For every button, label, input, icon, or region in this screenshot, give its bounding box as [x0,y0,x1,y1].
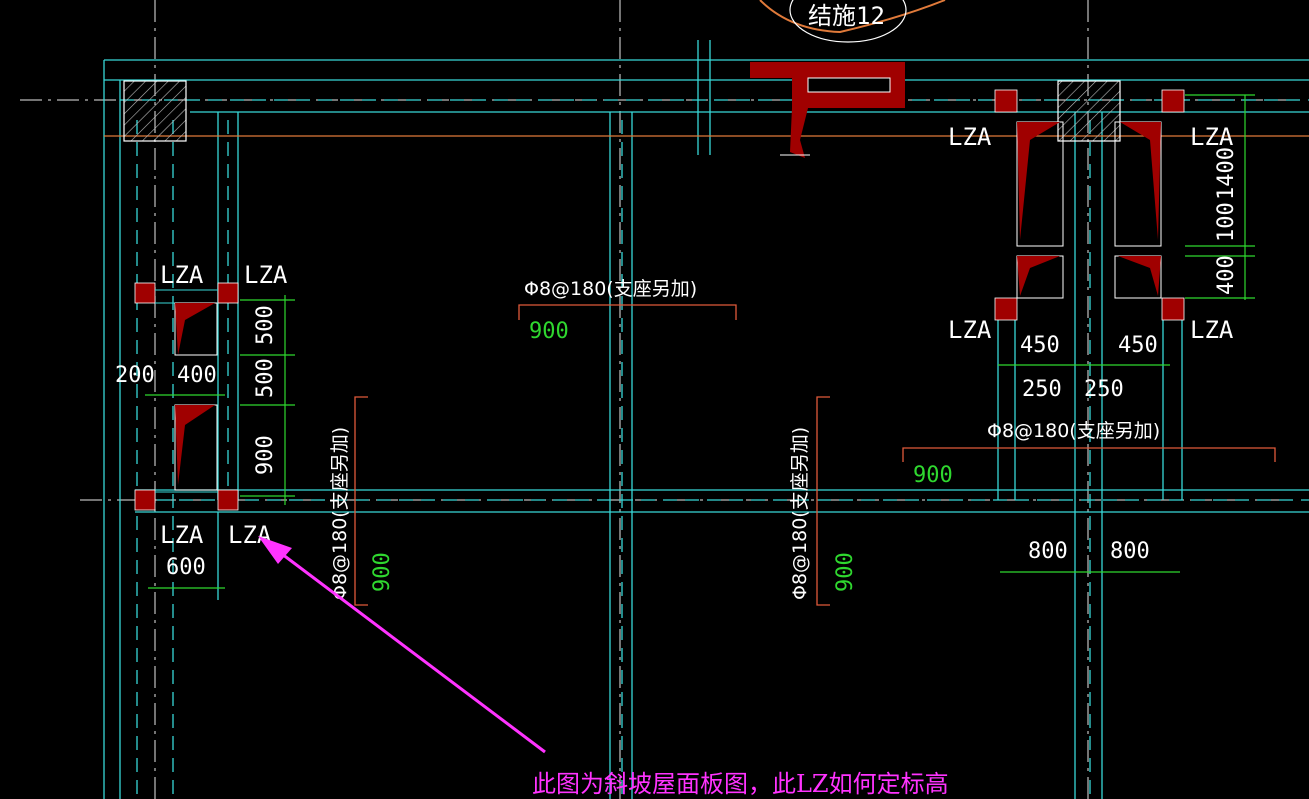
rebar-length-right: 900 [913,463,953,488]
dim-200: 200 [115,363,155,388]
lza-label-right-top-1: LZA [948,123,992,151]
lza-label-left-top-1: LZA [160,261,204,289]
dim-500-a: 500 [253,305,278,345]
lza-label-left-top-2: LZA [244,261,288,289]
dim-250-a: 250 [1022,377,1062,402]
lza-label-right-top-2: LZA [1190,123,1234,151]
rebar-note-mid-vertical: Φ8@180(支座另加) [789,427,811,600]
dim-500-b: 500 [253,358,278,398]
rebar-length-top: 900 [529,319,569,344]
orange-arc [759,0,946,34]
dim-1400: 1400 [1214,147,1239,200]
rebar-brackets [354,304,1276,606]
right-lza-column-group[interactable] [994,89,1185,321]
beam-outlines [103,40,1309,799]
rebar-note-right: Φ8@180(支座另加) [987,420,1160,442]
drawing-ref-bubble [789,0,907,43]
rebar-note-top: Φ8@180(支座另加) [524,278,697,300]
rebar-length-mid-vertical: 900 [833,552,858,592]
rebar-length-left-vertical: 900 [370,552,395,592]
dim-400-right: 400 [1214,255,1239,295]
dim-800-a: 800 [1028,539,1068,564]
dimension-lines [145,94,1255,589]
drawing-ref-text: 结施12 [808,2,885,30]
rebar-note-left-vertical: Φ8@180(支座另加) [329,427,351,600]
annotation-arrow [258,536,546,754]
hatched-column-left[interactable] [123,80,187,142]
dim-450-a: 450 [1020,333,1060,358]
annotation-text: 此图为斜坡屋面板图，此LZ如何定标高 [532,770,949,798]
dim-800-b: 800 [1110,539,1150,564]
lza-label-right-bottom-1: LZA [948,316,992,344]
dim-250-b: 250 [1084,377,1124,402]
beam-dashed-lines [120,99,1309,799]
dim-450-b: 450 [1118,333,1158,358]
top-red-wall-element[interactable] [750,62,905,158]
left-lza-column-group[interactable] [134,282,239,511]
hatched-column-right[interactable] [1057,80,1121,142]
dim-900: 900 [253,435,278,475]
lza-label-right-bottom-2: LZA [1190,316,1234,344]
dim-100: 100 [1214,202,1239,242]
lza-label-left-bottom-1: LZA [160,521,204,549]
dim-600: 600 [166,555,206,580]
dim-400: 400 [177,363,217,388]
